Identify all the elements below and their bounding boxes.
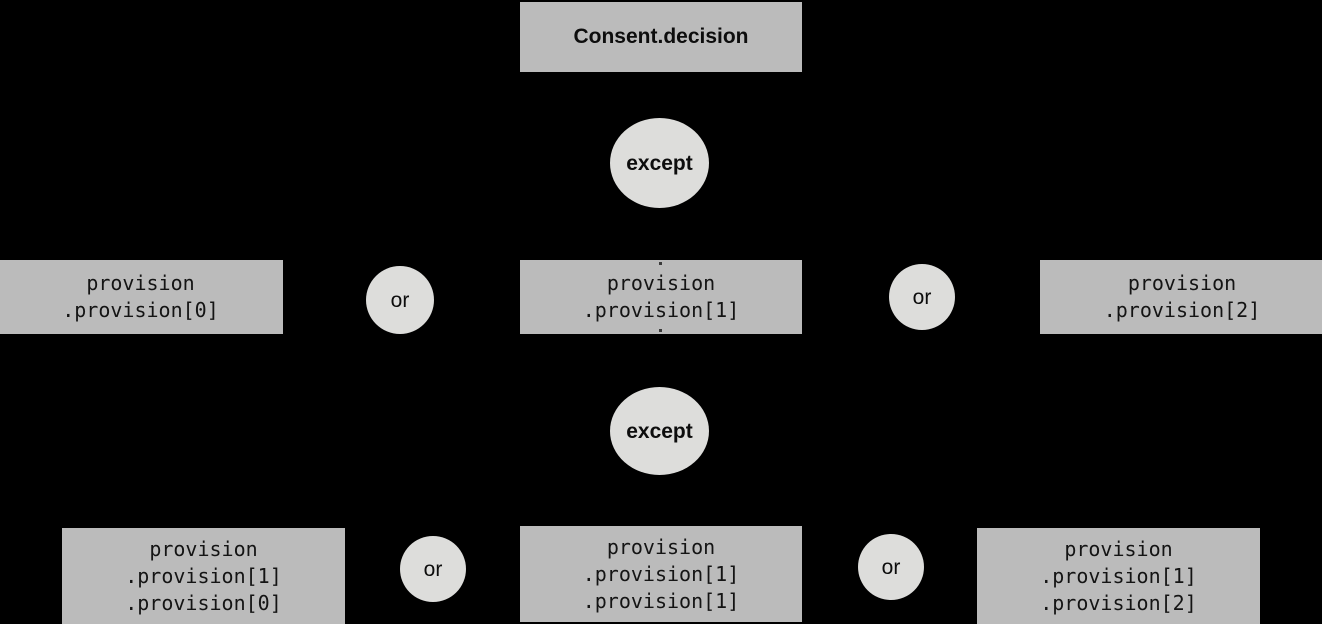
- node-label-line-2: .provision[1]: [1040, 563, 1197, 588]
- connector-stub-top: [659, 262, 662, 265]
- node-provision-0[interactable]: provision .provision[0]: [0, 260, 283, 334]
- node-label-line-1: Consent.decision: [573, 25, 749, 48]
- node-label-line-2: .provision[1]: [125, 563, 282, 588]
- node-except-top[interactable]: except: [610, 118, 709, 208]
- node-label-line-1: provision: [1064, 536, 1173, 561]
- node-or-row3-left[interactable]: or: [400, 536, 466, 602]
- node-label-line-1: provision: [1127, 271, 1237, 295]
- node-label-line-3: .provision[1]: [582, 588, 740, 613]
- node-or-row3-right[interactable]: or: [858, 534, 924, 600]
- node-provision-1[interactable]: provision .provision[1]: [520, 260, 802, 334]
- node-label-line-2: .provision[2]: [1103, 298, 1261, 322]
- node-label-line-1: provision: [606, 534, 716, 559]
- node-provision-1-2[interactable]: provision .provision[1] .provision[2]: [977, 528, 1260, 624]
- node-label: or: [881, 555, 901, 579]
- node-label: or: [912, 285, 932, 309]
- node-label-line-2: .provision[1]: [582, 561, 740, 586]
- node-label: except: [626, 419, 693, 443]
- node-label-line-3: .provision[0]: [125, 590, 282, 615]
- node-or-row2-right[interactable]: or: [889, 264, 955, 330]
- node-label-line-3: .provision[2]: [1040, 590, 1197, 615]
- node-or-row2-left[interactable]: or: [366, 266, 434, 334]
- node-label: except: [626, 151, 693, 175]
- node-label: or: [390, 288, 410, 312]
- node-consent-decision[interactable]: Consent.decision: [520, 2, 802, 72]
- node-label-line-1: provision: [149, 536, 258, 561]
- connector-stub-bottom: [659, 329, 662, 332]
- node-label-line-1: provision: [86, 271, 195, 295]
- node-provision-1-1[interactable]: provision .provision[1] .provision[1]: [520, 526, 802, 622]
- node-except-middle[interactable]: except: [610, 387, 709, 475]
- node-provision-1-0[interactable]: provision .provision[1] .provision[0]: [62, 528, 345, 624]
- node-provision-2[interactable]: provision .provision[2]: [1040, 260, 1322, 334]
- node-label: or: [423, 557, 443, 581]
- node-label-line-2: .provision[0]: [62, 298, 219, 322]
- node-label-line-1: provision: [606, 271, 716, 295]
- node-label-line-2: .provision[1]: [582, 298, 740, 322]
